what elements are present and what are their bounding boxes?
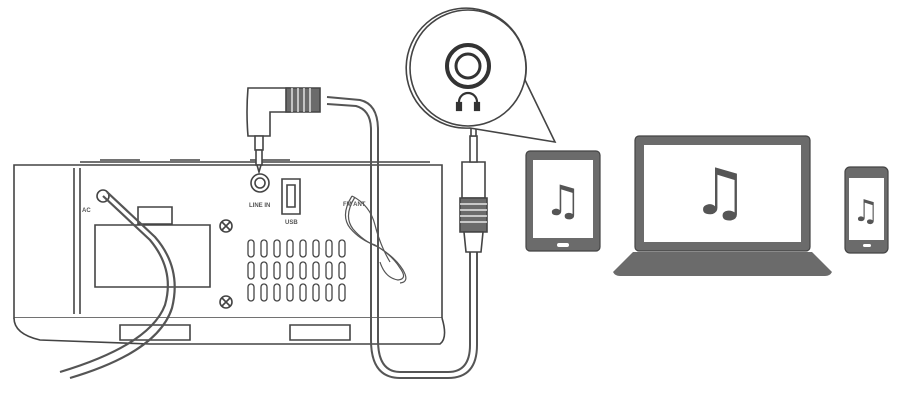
straight-plug (459, 113, 488, 253)
vent-slot (273, 261, 281, 280)
vent-slot (286, 283, 294, 302)
vent-slot (273, 283, 281, 302)
vent-slot (247, 239, 255, 258)
headphone-jack-callout (405, 7, 557, 144)
vent-slot (260, 239, 268, 258)
fm-antenna-label: FM ANT (343, 202, 366, 208)
music-note-icon: ♫ (544, 176, 582, 225)
vent-slot (299, 283, 307, 302)
vent-slots (247, 239, 346, 302)
vent-slot (325, 239, 333, 258)
right-angle-plug (246, 87, 321, 175)
vent-slot (299, 261, 307, 280)
vent-slot (247, 261, 255, 280)
phone-device: ♫ (844, 166, 889, 254)
line-in-label: LINE IN (249, 203, 270, 209)
vent-slot (286, 261, 294, 280)
usb-label: USB (285, 220, 298, 226)
ac-in-label: AC (82, 208, 91, 214)
vent-slot (299, 239, 307, 258)
speaker-unit-rear (13, 159, 446, 345)
ac-power-cord (59, 191, 176, 380)
headphone-icon (455, 91, 481, 112)
vent-slot (286, 239, 294, 258)
vent-slot (338, 283, 346, 302)
vent-slot (260, 261, 268, 280)
vent-slot (325, 261, 333, 280)
vent-slot (325, 283, 333, 302)
vent-slot (312, 283, 320, 302)
music-note-icon: ♫ (853, 194, 880, 229)
line-in-jack (250, 173, 270, 193)
vent-slot (338, 261, 346, 280)
tablet-device: ♫ (525, 150, 601, 252)
vent-slot (312, 239, 320, 258)
vent-slot (273, 239, 281, 258)
music-note-icon: ♫ (691, 156, 748, 230)
audio-cable (326, 96, 478, 379)
vent-slot (338, 239, 346, 258)
vent-slot (247, 283, 255, 302)
vent-slot (312, 261, 320, 280)
vent-slot (260, 283, 268, 302)
laptop-device: ♫ (613, 135, 832, 276)
